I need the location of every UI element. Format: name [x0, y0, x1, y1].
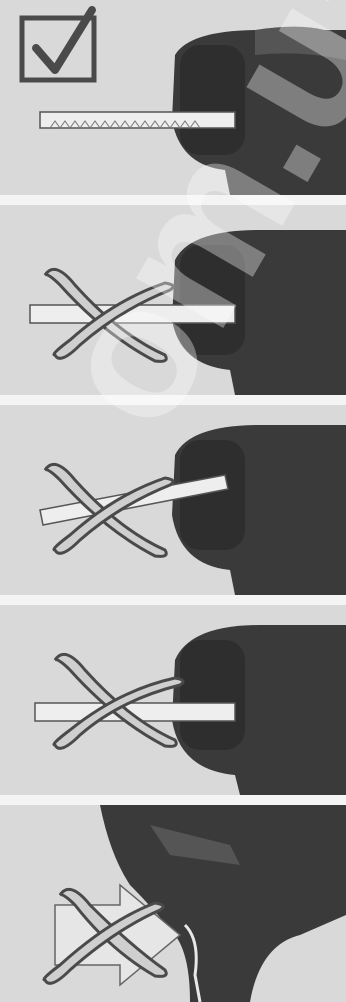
step-incorrect-panel-4: [0, 805, 346, 1002]
step-correct-panel: [0, 0, 346, 195]
step-incorrect-panel-2: [0, 405, 346, 595]
cross-icon: [54, 654, 183, 748]
step-incorrect-panel-1: [0, 205, 346, 395]
step-incorrect-panel-3: [0, 605, 346, 795]
check-mark-icon: [22, 10, 94, 80]
